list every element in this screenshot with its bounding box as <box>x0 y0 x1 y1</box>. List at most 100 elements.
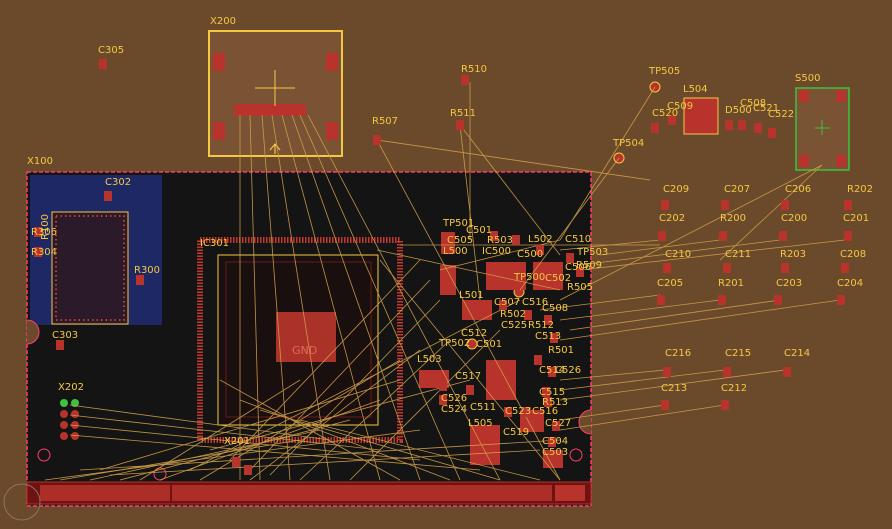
label-r503: R503 <box>487 235 514 246</box>
label-c515: C515 <box>539 387 566 398</box>
label-l500: L500 <box>443 246 468 257</box>
label-r100: R100 <box>40 213 51 240</box>
x200-footprint[interactable] <box>208 30 343 157</box>
label-c508-top: C508 <box>740 98 767 109</box>
label-r203: R203 <box>780 249 807 260</box>
label-l504: L504 <box>683 84 708 95</box>
label-c202: C202 <box>659 213 686 224</box>
label-c501-top: C501 <box>466 225 493 236</box>
label-r501: R501 <box>548 345 575 356</box>
label-r512: R512 <box>528 320 555 331</box>
label-c303: C303 <box>52 330 79 341</box>
label-c519: C519 <box>503 427 530 438</box>
label-r502: R502 <box>500 309 527 320</box>
label-c204: C204 <box>837 278 864 289</box>
label-l503: L503 <box>417 354 442 365</box>
label-c206: C206 <box>785 184 812 195</box>
component-pads <box>34 59 852 475</box>
label-c500: C500 <box>517 249 544 260</box>
label-c527: C527 <box>545 418 572 429</box>
label-c511: C511 <box>470 402 497 413</box>
label-x201: X201 <box>224 436 250 447</box>
label-c212: C212 <box>721 383 748 394</box>
label-c523: C523 <box>505 406 532 417</box>
label-x200: X200 <box>210 16 236 27</box>
label-tp500: TP500 <box>514 272 546 283</box>
label-r510: R510 <box>461 64 488 75</box>
label-c302: C302 <box>105 177 132 188</box>
mounting-hole-left <box>37 448 51 462</box>
label-s500: S500 <box>795 73 821 84</box>
label-c525: C525 <box>501 320 528 331</box>
x202-header[interactable] <box>60 399 79 440</box>
label-x202: X202 <box>58 382 84 393</box>
label-r511: R511 <box>450 108 477 119</box>
label-tp502: TP502 <box>439 338 471 349</box>
label-tp504: TP504 <box>613 138 645 149</box>
label-c526-bottom: C526 <box>441 393 468 404</box>
label-r505: R505 <box>567 282 594 293</box>
label-r306: R306 <box>31 227 58 238</box>
label-c516-top: C516 <box>522 297 549 308</box>
label-c305: C305 <box>98 45 125 56</box>
label-c517: C517 <box>455 371 482 382</box>
label-ic500: IC500 <box>482 246 512 257</box>
label-r509: R509 <box>576 260 603 271</box>
label-c200: C200 <box>781 213 808 224</box>
label-r513: R513 <box>542 397 569 408</box>
label-c211: C211 <box>725 249 752 260</box>
tp502-pad[interactable] <box>466 338 478 350</box>
label-tp505: TP505 <box>649 66 681 77</box>
label-r201: R201 <box>718 278 745 289</box>
bga-footprint-r300[interactable] <box>51 211 129 325</box>
label-c501-mid: C501 <box>476 339 503 350</box>
label-c526-top: C526 <box>555 365 582 376</box>
label-c504: C504 <box>542 436 569 447</box>
label-l502: L502 <box>528 234 553 245</box>
label-tp501: TP501 <box>443 218 475 229</box>
label-c205: C205 <box>657 278 684 289</box>
label-l505: L505 <box>468 418 493 429</box>
label-c507: C507 <box>494 297 521 308</box>
mounting-hole-right <box>569 448 583 462</box>
label-c502: C502 <box>545 273 572 284</box>
label-c510: C510 <box>565 234 592 245</box>
label-c521: C521 <box>753 103 780 114</box>
label-c522: C522 <box>768 109 795 120</box>
label-r200: R200 <box>720 213 747 224</box>
label-c213: C213 <box>661 383 688 394</box>
label-c520: C520 <box>652 108 679 119</box>
label-c216: C216 <box>665 348 692 359</box>
label-d500: D500 <box>725 105 752 116</box>
ratsnest-connections <box>44 82 846 481</box>
label-c209: C209 <box>663 184 690 195</box>
label-c201: C201 <box>843 213 870 224</box>
label-c203: C203 <box>776 278 803 289</box>
board-notch-left <box>26 319 40 345</box>
label-r507: R507 <box>372 116 399 127</box>
s500-footprint[interactable] <box>795 87 850 171</box>
label-c508-mid: C508 <box>542 303 569 314</box>
label-c214: C214 <box>784 348 811 359</box>
label-c516-bottom: C516 <box>532 406 559 417</box>
label-c215: C215 <box>725 348 752 359</box>
label-c208: C208 <box>840 249 867 260</box>
label-x100: X100 <box>27 156 53 167</box>
label-c503: C503 <box>542 447 569 458</box>
label-c505: C505 <box>447 235 474 246</box>
label-c509: C509 <box>667 101 694 112</box>
label-gnd: GND <box>292 344 318 357</box>
label-c512: C512 <box>461 328 488 339</box>
label-r304: R304 <box>31 247 58 258</box>
label-l501: L501 <box>459 290 484 301</box>
label-c513: C513 <box>535 331 562 342</box>
l504-footprint[interactable] <box>683 97 719 135</box>
label-c207: C207 <box>724 184 751 195</box>
origin-marker <box>3 483 41 521</box>
label-c524: C524 <box>441 404 468 415</box>
bottom-edge-connector[interactable] <box>26 481 592 505</box>
label-ic301: IC301 <box>200 238 230 249</box>
label-r300: R300 <box>134 265 161 276</box>
label-c210: C210 <box>665 249 692 260</box>
